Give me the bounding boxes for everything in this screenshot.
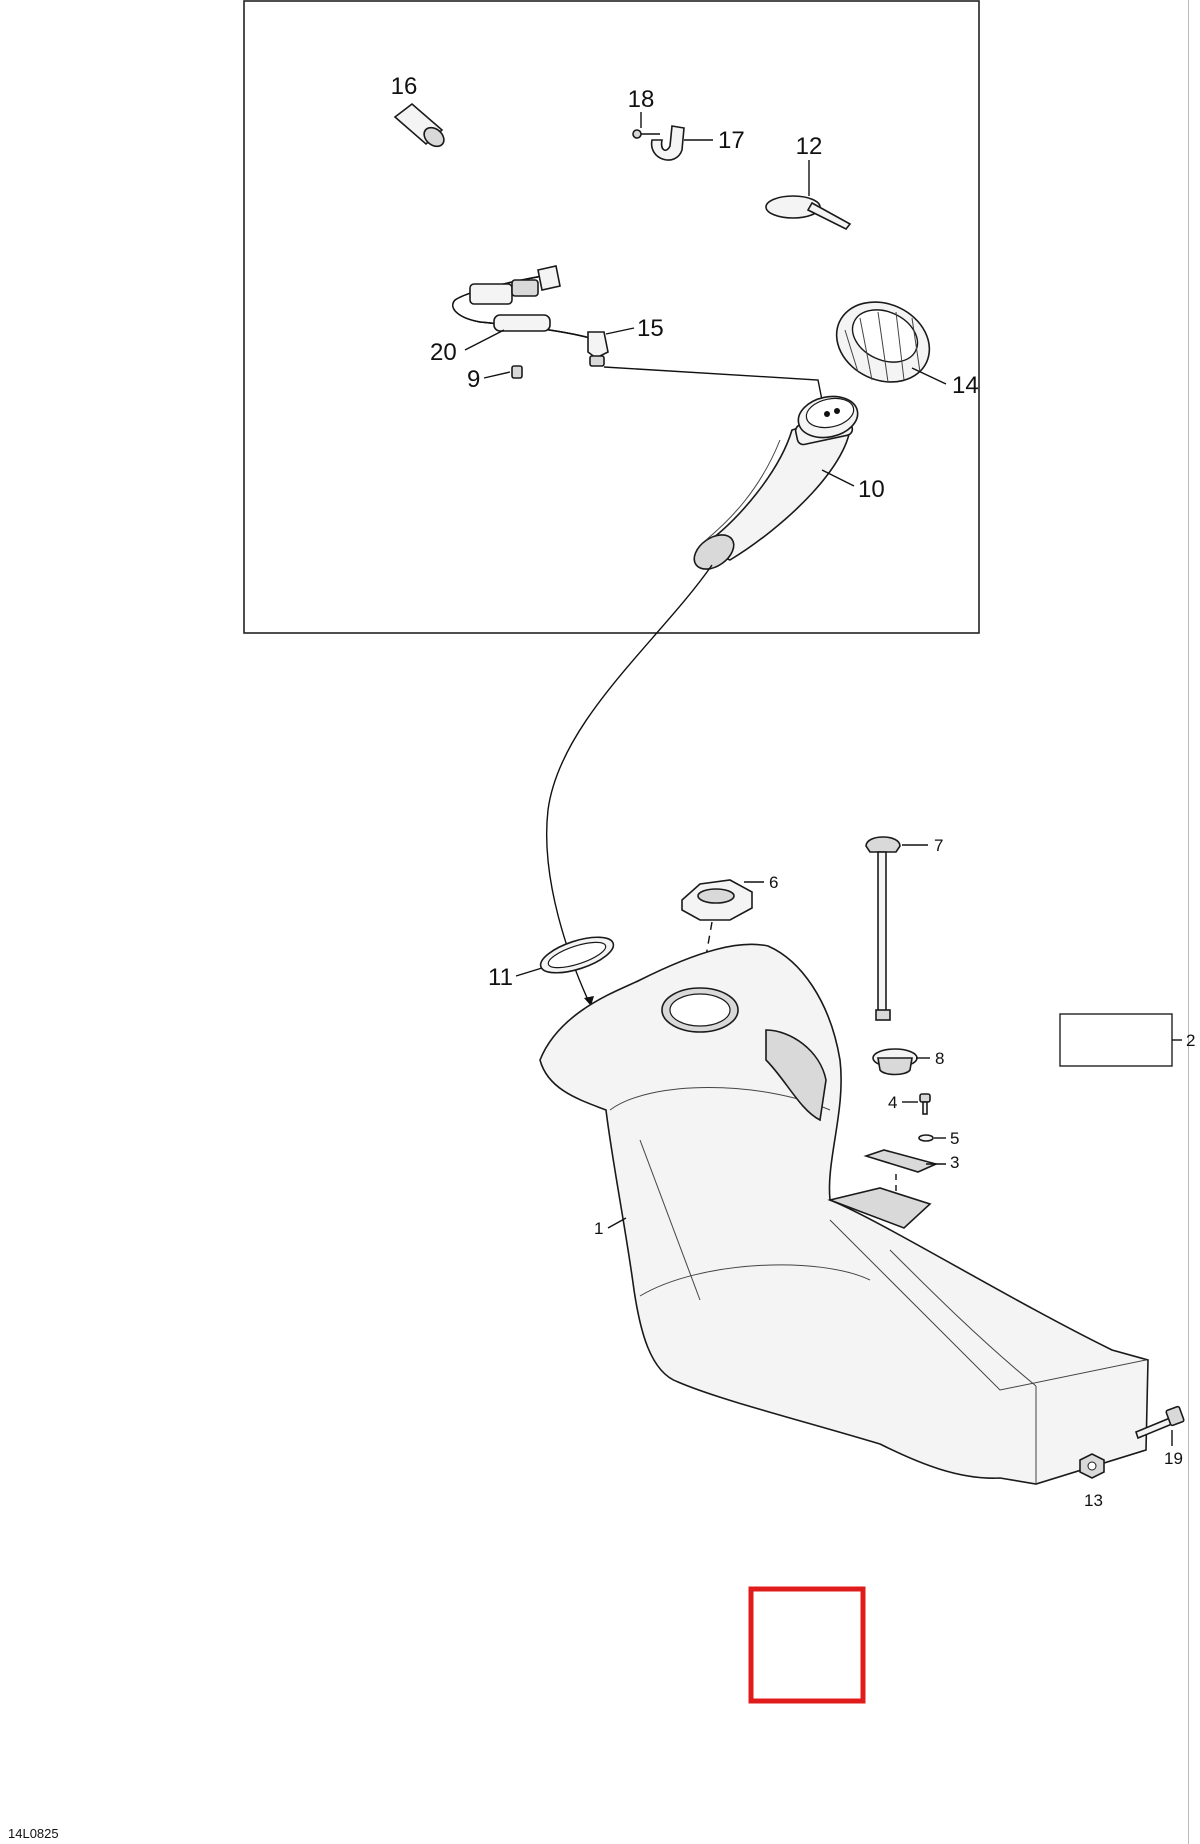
part-3-cover-plate[interactable] [863,1149,939,1173]
part-9-clip[interactable] [511,365,523,379]
part-12-cable-tie[interactable] [765,195,852,231]
part-1-fuel-tank[interactable] [539,943,1149,1485]
callout-13: 13 [1084,1491,1103,1510]
callout-20: 20 [430,339,457,366]
part-10-fuel-pump[interactable] [688,391,862,576]
part-8-grommet[interactable] [872,1048,918,1076]
callout-18: 18 [628,86,655,113]
part-16-sleeve[interactable] [393,102,448,150]
callout-10: 10 [858,476,885,503]
part-11-seal-ring[interactable] [537,930,618,980]
guide-line-15-to-10 [603,366,825,411]
callout-14: 14 [952,372,979,399]
callout-2: 2 [1186,1031,1195,1050]
callout-6: 6 [769,873,778,892]
part-13-nut[interactable] [1079,1453,1105,1479]
callout-5: 5 [950,1129,959,1148]
callout-1: 1 [594,1219,603,1238]
page-edge-line [1188,0,1189,1844]
callout-19: 19 [1164,1449,1183,1468]
part-17-clamp[interactable] [650,125,685,161]
highlight-box [748,1586,866,1704]
part-4-screw[interactable] [919,1093,931,1115]
callout-3: 3 [950,1153,959,1172]
part-14-lock-ring[interactable] [823,287,942,396]
callout-16: 16 [391,73,418,100]
callout-11: 11 [488,964,513,991]
callout-12: 12 [796,133,823,160]
part-19-bolt[interactable] [1135,1405,1185,1440]
detail-inset-frame [243,0,980,634]
callout-8: 8 [935,1049,944,1068]
callout-15: 15 [637,315,664,342]
part-5-washer[interactable] [918,1134,934,1142]
callout-9: 9 [467,366,480,393]
callout-4: 4 [888,1093,897,1112]
callout-17: 17 [718,127,745,154]
part-6-fuel-cap[interactable] [681,879,753,921]
callout-7: 7 [934,836,943,855]
part-20-fuel-line[interactable] [452,265,591,339]
reference-box-2[interactable] [1059,1013,1173,1067]
part-15-elbow-fitting[interactable] [587,331,609,367]
part-7-fuel-sender[interactable] [865,836,901,1021]
part-18-screw[interactable] [632,129,660,139]
figure-code: 14L0825 [8,1826,59,1841]
guide-line-10-to-tank [546,564,713,1001]
